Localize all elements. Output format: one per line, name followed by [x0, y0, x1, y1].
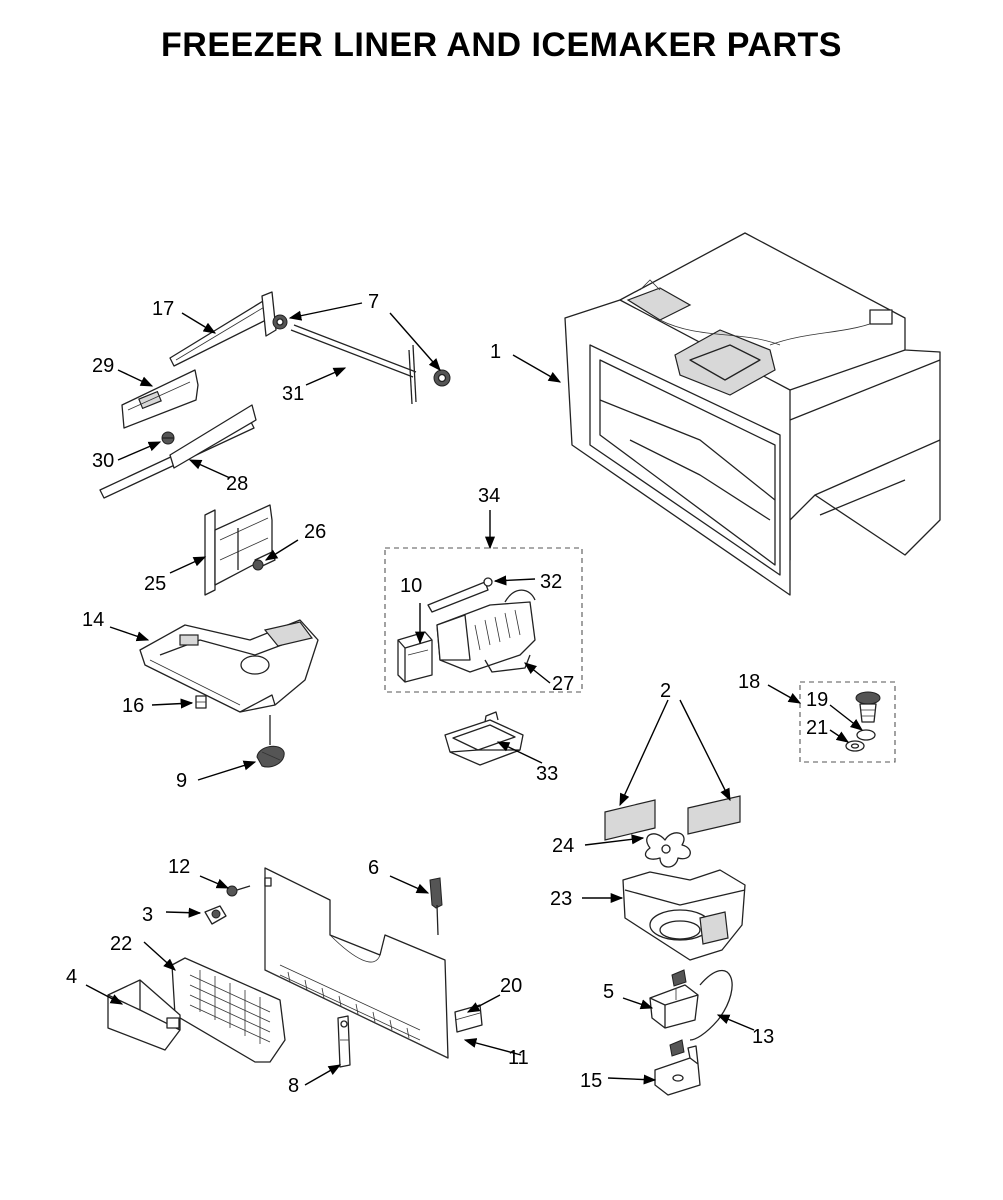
part-8-bracket — [337, 1015, 351, 1068]
callout-15: 15 — [580, 1070, 602, 1092]
callout-14: 14 — [82, 609, 104, 631]
callout-4: 4 — [66, 966, 77, 988]
part-15-bracket — [654, 1039, 701, 1096]
part-7-bushing — [272, 314, 451, 387]
part-28-slide — [99, 404, 257, 499]
part-17-rail — [169, 291, 277, 367]
callout-7: 7 — [368, 291, 379, 313]
part-18-valve-kit-box — [799, 681, 896, 763]
part-33-bucket — [444, 711, 524, 766]
callout-26: 26 — [304, 521, 326, 543]
callout-2: 2 — [660, 680, 671, 702]
callout-6: 6 — [368, 857, 379, 879]
callout-29: 29 — [92, 355, 114, 377]
part-3-damper — [204, 905, 227, 925]
callout-23: 23 — [550, 888, 572, 910]
callout-9: 9 — [176, 770, 187, 792]
part-6-thermistor — [429, 877, 443, 936]
part-13-wire — [689, 970, 733, 1041]
part-34-icemaker-assembly-box — [384, 547, 583, 693]
part-31-shaft — [290, 324, 417, 405]
callout-5: 5 — [603, 981, 614, 1003]
callout-24: 24 — [552, 835, 574, 857]
callout-19: 19 — [806, 689, 828, 711]
callout-21: 21 — [806, 717, 828, 739]
callout-32: 32 — [540, 571, 562, 593]
callout-20: 20 — [500, 975, 522, 997]
part-27-stripper — [484, 654, 531, 673]
part-9-knob — [256, 715, 285, 768]
part-32-harness — [427, 577, 493, 613]
callout-17: 17 — [152, 298, 174, 320]
page-title: FREEZER LINER AND ICEMAKER PARTS — [161, 26, 842, 64]
callout-33: 33 — [536, 763, 558, 785]
part-5-motor — [649, 969, 699, 1029]
callout-18: 18 — [738, 671, 760, 693]
callout-1: 1 — [490, 341, 501, 363]
callout-22: 22 — [110, 933, 132, 955]
callout-25: 25 — [144, 573, 166, 595]
icemaker-body — [436, 589, 536, 673]
callout-31: 31 — [282, 383, 304, 405]
part-23-shroud — [622, 869, 746, 961]
part-14-housing — [139, 619, 319, 713]
callout-30: 30 — [92, 450, 114, 472]
callout-12: 12 — [168, 856, 190, 878]
callout-10: 10 — [400, 575, 422, 597]
part-4-cover — [107, 979, 181, 1051]
callout-16: 16 — [122, 695, 144, 717]
part-29-bracket — [121, 369, 199, 429]
part-24-fan-blade — [644, 832, 691, 868]
part-19-valve — [855, 691, 881, 723]
part-12-screw — [226, 877, 272, 897]
part-2-pads — [604, 795, 741, 841]
part-11-rear-panel — [264, 867, 449, 1059]
part-30-screw — [161, 431, 175, 445]
part-20-strip — [454, 1004, 483, 1033]
callout-3: 3 — [142, 904, 153, 926]
leader-lines — [85, 302, 863, 1086]
part-1-freezer-liner — [564, 232, 941, 596]
callout-labels: 1 2 3 4 5 6 7 8 9 10 11 12 13 14 15 16 1… — [66, 291, 828, 1097]
part-16-clip — [195, 695, 207, 709]
callout-34: 34 — [478, 485, 500, 507]
callout-8: 8 — [288, 1075, 299, 1097]
part-10-control-module — [397, 631, 433, 683]
part-22-grille — [171, 957, 286, 1063]
part-21-washer — [845, 729, 876, 752]
callout-11: 11 — [508, 1047, 529, 1069]
part-25-bracket — [204, 504, 273, 596]
callout-27: 27 — [552, 673, 574, 695]
callout-28: 28 — [226, 473, 248, 495]
callout-13: 13 — [752, 1026, 774, 1048]
